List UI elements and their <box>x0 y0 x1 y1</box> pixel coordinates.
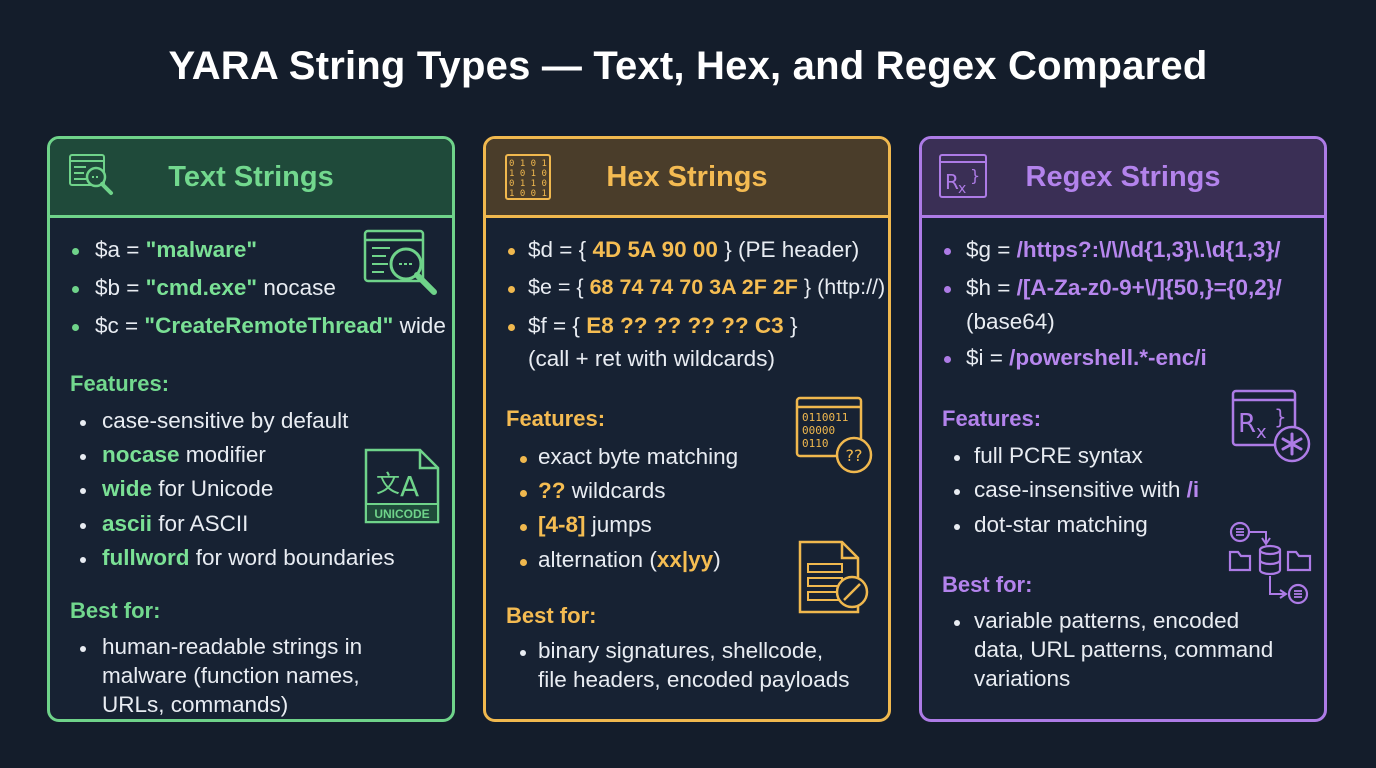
bullet <box>80 488 86 494</box>
text-strings-card: Text Strings $a = "malware" $b = "cmd.ex… <box>47 136 455 722</box>
binary-wildcard-icon: 0110011 00000 0110 ?? <box>795 396 873 474</box>
best-for-line: binary signatures, shellcode, <box>538 638 824 663</box>
bullet <box>520 524 527 531</box>
feature-item: alternation (xx|yy) <box>538 547 721 572</box>
svg-text:文: 文 <box>376 470 400 498</box>
example-a: $a = "malware" <box>95 237 258 262</box>
bullet <box>944 356 951 363</box>
example-i: $i = /powershell.*-enc/i <box>966 345 1207 370</box>
best-for-heading: Best for: <box>942 572 1033 597</box>
features-heading: Features: <box>942 406 1042 431</box>
svg-text:00000: 00000 <box>802 424 835 437</box>
wildcard-badge: ?? <box>846 446 863 465</box>
feature-item: dot-star matching <box>974 512 1148 537</box>
svg-text:R: R <box>945 170 959 194</box>
bullet <box>508 324 515 331</box>
svg-text:0110011: 0110011 <box>802 411 848 424</box>
svg-text:R: R <box>1238 409 1256 439</box>
example-f-note: (call + ret with wildcards) <box>528 346 775 371</box>
svg-text:0110: 0110 <box>802 437 829 450</box>
bullet <box>954 620 960 626</box>
feature-item: fullword for word boundaries <box>102 545 395 570</box>
best-for-line: malware (function names, <box>102 663 360 688</box>
svg-text:A: A <box>400 470 419 503</box>
svg-text:x: x <box>1256 422 1267 443</box>
feature-item: case-insensitive with /i <box>974 477 1200 502</box>
features-heading: Features: <box>506 406 606 431</box>
svg-text:}: } <box>1274 405 1287 429</box>
example-e: $e = { 68 74 74 70 3A 2F 2F } (http://) <box>528 275 886 299</box>
bullet <box>80 420 86 426</box>
bullet <box>944 286 951 293</box>
best-for-line: data, URL patterns, command <box>974 637 1274 662</box>
example-d: $d = { 4D 5A 90 00 } (PE header) <box>528 237 860 262</box>
unicode-badge: UNICODE <box>374 507 430 521</box>
feature-item: ?? wildcards <box>538 478 666 503</box>
feature-item: nocase modifier <box>102 442 266 467</box>
best-for-line: variations <box>974 666 1071 691</box>
feature-item: [4-8] jumps <box>538 512 652 537</box>
bullet <box>80 523 86 529</box>
best-for-line: URLs, commands) <box>102 692 289 717</box>
unicode-file-icon: 文 A <box>364 448 440 524</box>
bullet <box>80 557 86 563</box>
bullet <box>954 455 960 461</box>
example-h: $h = /[A-Za-z0-9+\/]{50,}={0,2}/ <box>966 275 1282 300</box>
bullet <box>520 490 527 497</box>
hex-card-title: Hex Strings <box>606 161 768 193</box>
svg-text:}: } <box>970 166 980 185</box>
example-f: $f = { E8 ?? ?? ?? ?? C3 } <box>528 313 798 338</box>
regex-window-icon: R x } <box>939 154 987 198</box>
example-c: $c = "CreateRemoteThread" wide <box>95 313 446 338</box>
text-card-header: Text Strings <box>50 139 452 218</box>
bullet <box>80 454 86 460</box>
svg-text:1 0 1 0: 1 0 1 0 <box>509 169 547 179</box>
regex-star-icon: R x } <box>1231 389 1311 463</box>
binary-grid-icon: 0 1 0 1 1 0 1 0 0 1 1 0 1 0 0 1 <box>505 154 551 200</box>
regex-card-title: Regex Strings <box>1025 161 1221 193</box>
file-signature-icon <box>798 540 869 614</box>
example-h-note: (base64) <box>966 309 1055 334</box>
best-for-line: human-readable strings in <box>102 634 363 659</box>
bullet <box>520 559 527 566</box>
svg-text:1 0 0 1: 1 0 0 1 <box>509 189 547 199</box>
example-b: $b = "cmd.exe" nocase <box>95 275 336 300</box>
feature-item: case-sensitive by default <box>102 408 349 433</box>
feature-item: ascii for ASCII <box>102 511 249 536</box>
svg-text:0 1 0 1: 0 1 0 1 <box>509 159 547 169</box>
best-for-line: file headers, encoded payloads <box>538 667 850 692</box>
page-title: YARA String Types — Text, Hex, and Regex… <box>168 44 1208 88</box>
search-document-icon <box>69 154 113 195</box>
bullet <box>520 650 526 656</box>
best-for-heading: Best for: <box>70 598 161 623</box>
svg-text:0 1 1 0: 0 1 1 0 <box>509 179 547 189</box>
hex-card-header: 0 1 0 1 1 0 1 0 0 1 1 0 1 0 0 1 Hex Stri… <box>486 139 888 218</box>
bullet <box>954 489 960 495</box>
bullet <box>944 248 951 255</box>
text-card-title: Text Strings <box>168 161 334 193</box>
bullet <box>520 456 527 463</box>
svg-text:x: x <box>958 181 966 197</box>
bullet <box>80 646 86 652</box>
features-heading: Features: <box>70 371 170 396</box>
bullet <box>72 324 79 331</box>
regex-card-header: R x } Regex Strings <box>922 139 1324 218</box>
magnifier-document-icon <box>363 229 437 295</box>
feature-item: wide for Unicode <box>102 476 274 501</box>
bullet <box>954 524 960 530</box>
hex-strings-card: 0 1 0 1 1 0 1 0 0 1 1 0 1 0 0 1 Hex Stri… <box>483 136 891 722</box>
best-for-heading: Best for: <box>506 603 597 628</box>
bullet <box>508 248 515 255</box>
bullet <box>72 286 79 293</box>
feature-item: full PCRE syntax <box>974 443 1143 468</box>
feature-item: exact byte matching <box>538 444 739 469</box>
data-flow-icon <box>1228 521 1312 605</box>
best-for-line: variable patterns, encoded <box>974 608 1240 633</box>
bullet <box>72 248 79 255</box>
regex-strings-card: R x } Regex Strings $g = /https?:\/\/\d{… <box>919 136 1327 722</box>
bullet <box>508 286 515 293</box>
example-g: $g = /https?:\/\/\d{1,3}\.\d{1,3}/ <box>966 237 1281 262</box>
